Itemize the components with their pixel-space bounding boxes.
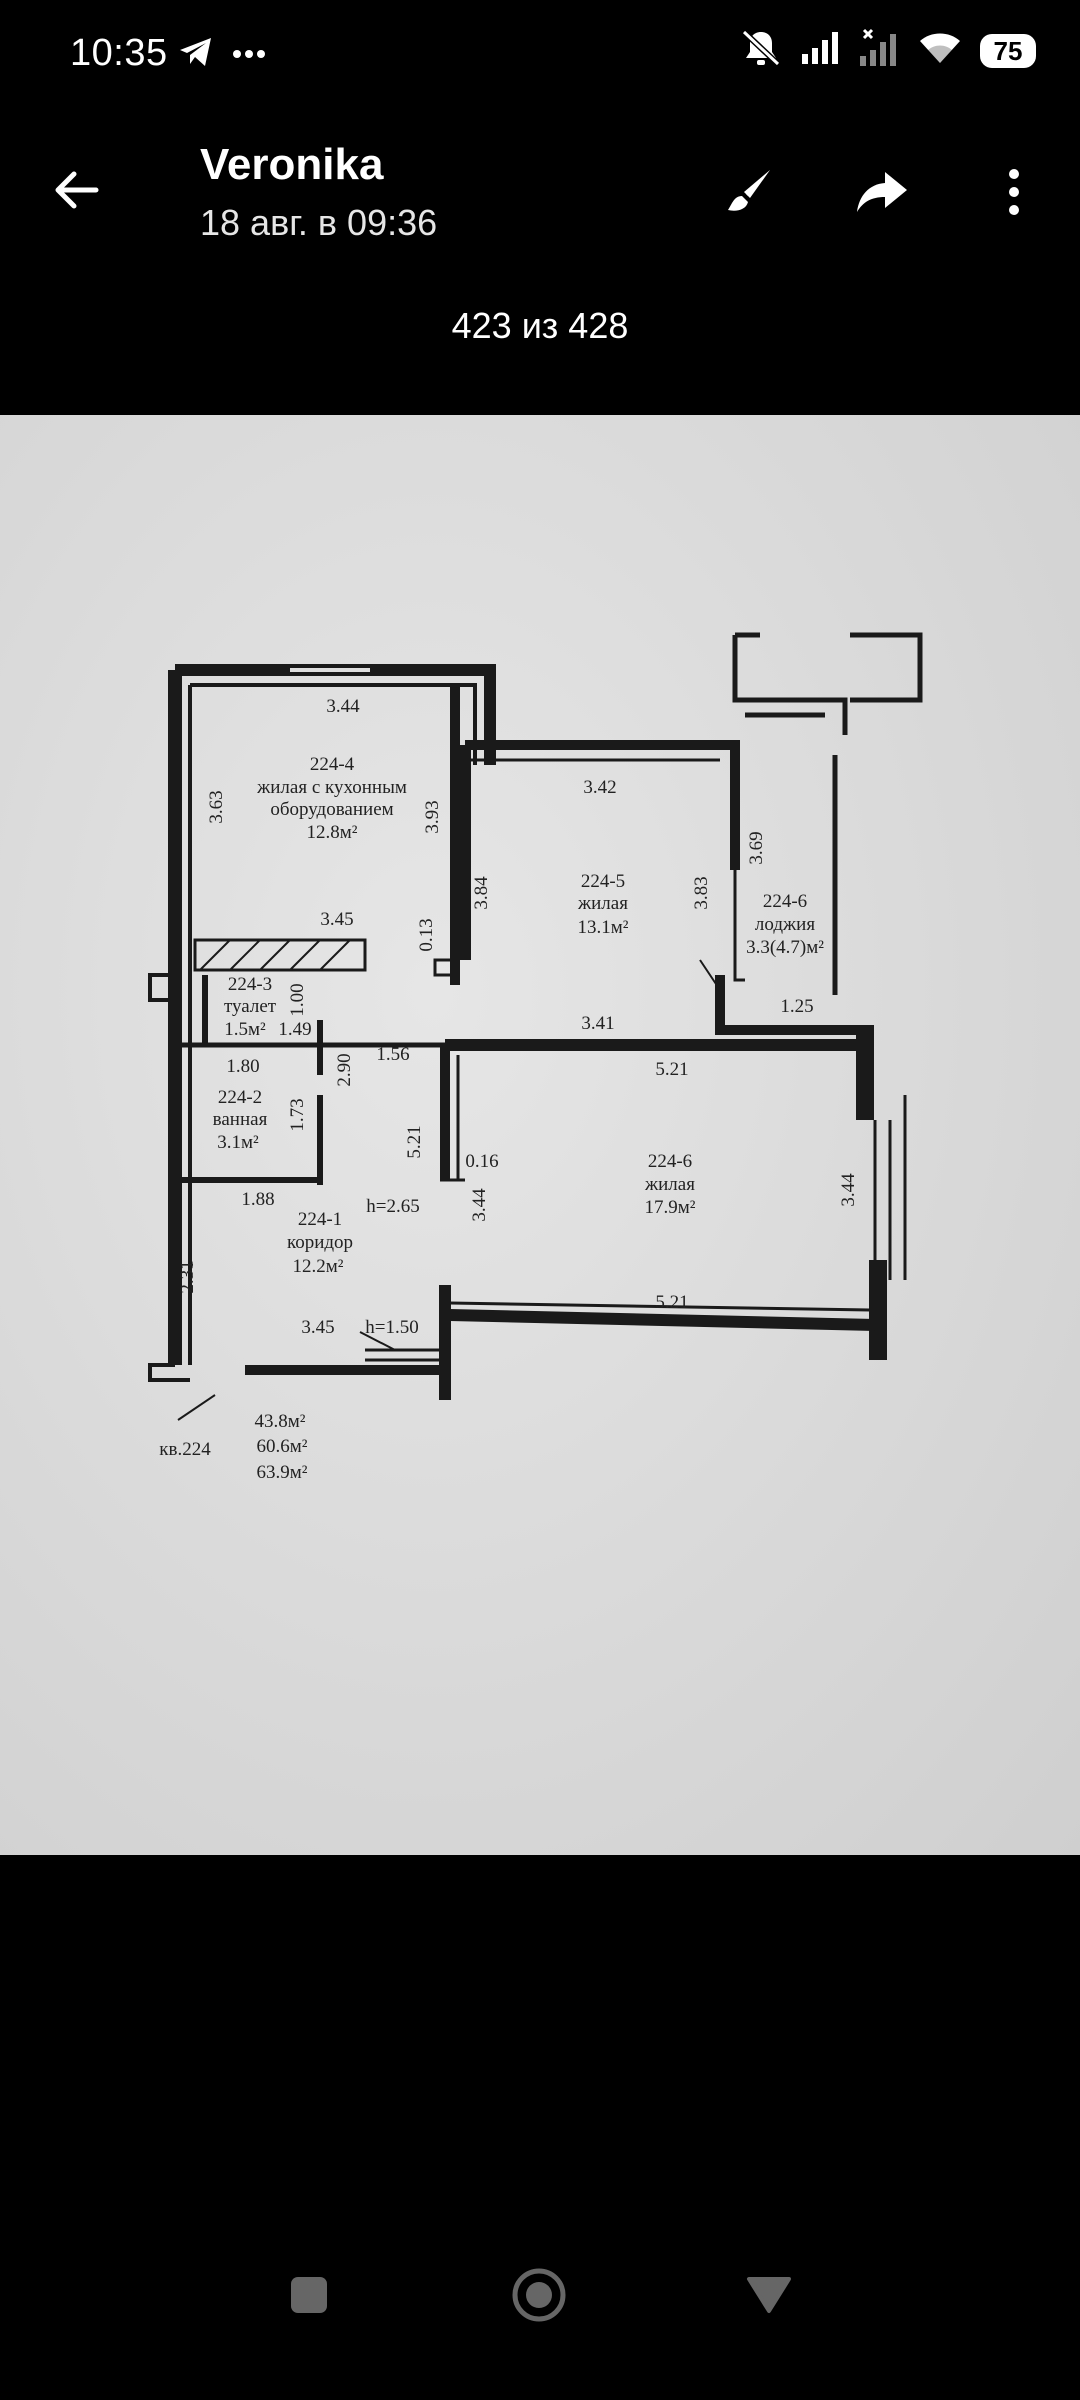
status-bar: 10:35 75 xyxy=(0,0,1080,110)
room-224-2-area: 3.1м² xyxy=(217,1132,259,1153)
dim-3-44-top: 3.44 xyxy=(326,696,360,717)
share-icon xyxy=(855,170,909,219)
room-224-4-id: 224-4 xyxy=(310,754,355,775)
room-224-6-living-area: 17.9м² xyxy=(645,1197,696,1218)
room-224-3-area: 1.5м² xyxy=(224,1019,266,1040)
share-button[interactable] xyxy=(850,162,914,226)
dim-h-1-50: h=1.50 xyxy=(365,1317,418,1338)
signal-icon xyxy=(800,30,840,71)
battery-icon: 75 xyxy=(980,33,1036,68)
dim-3-63: 3.63 xyxy=(206,790,227,823)
telegram-icon xyxy=(178,36,214,73)
dim-3-83: 3.83 xyxy=(691,876,712,909)
message-date: 18 авг. в 09:36 xyxy=(200,202,438,243)
more-dots-icon xyxy=(232,46,266,64)
recents-button[interactable] xyxy=(274,2262,344,2332)
room-224-1-area: 12.2м² xyxy=(293,1256,344,1277)
dim-5-21-vertical: 5.21 xyxy=(404,1125,425,1158)
dim-1-49: 1.49 xyxy=(278,1019,311,1040)
status-left-icons xyxy=(178,36,266,73)
dim-3-41: 3.41 xyxy=(581,1013,614,1034)
dim-3-42: 3.42 xyxy=(583,777,616,798)
room-224-5-name: жилая xyxy=(577,893,628,914)
dim-2-90: 2.90 xyxy=(334,1053,355,1086)
room-224-3-id: 224-3 xyxy=(228,974,272,995)
floor-plan-drawing: 224-4 жилая с кухонным оборудованием 12.… xyxy=(148,632,923,1483)
dim-3-93: 3.93 xyxy=(422,800,443,833)
overflow-menu-icon xyxy=(1007,168,1021,221)
back-nav-button[interactable] xyxy=(734,2262,804,2332)
home-circle-icon xyxy=(511,2267,567,2328)
apartment-area-3: 63.9м² xyxy=(257,1462,308,1483)
dim-3-44-middle: 3.44 xyxy=(469,1188,490,1222)
apartment-label: кв.224 xyxy=(159,1439,211,1460)
edit-button[interactable] xyxy=(718,162,782,226)
dim-1-88: 1.88 xyxy=(241,1189,274,1210)
status-right-icons: 75 xyxy=(740,28,1036,73)
dim-1-80: 1.80 xyxy=(226,1056,259,1077)
status-time: 10:35 xyxy=(70,32,168,74)
dim-3-44-right: 3.44 xyxy=(838,1173,859,1207)
photo-counter: 423 из 428 xyxy=(451,305,629,346)
back-button[interactable] xyxy=(44,160,108,224)
sender-name: Veronika xyxy=(200,140,384,189)
brush-icon xyxy=(724,166,776,223)
dim-5-21-top: 5.21 xyxy=(655,1059,688,1080)
room-224-2-name: ванная xyxy=(213,1109,268,1130)
dim-2-31: 2.31 xyxy=(177,1260,198,1293)
room-224-4-name2: оборудованием xyxy=(270,799,393,820)
room-224-5-id: 224-5 xyxy=(581,871,625,892)
dim-5-21-bottom: 5.21 xyxy=(655,1292,688,1313)
back-triangle-icon xyxy=(745,2275,793,2320)
room-224-5-area: 13.1м² xyxy=(578,917,629,938)
room-224-6-living-name: жилая xyxy=(644,1174,695,1195)
signal-x-icon xyxy=(858,28,900,73)
dim-0-16: 0.16 xyxy=(465,1151,498,1172)
room-224-6-loggia-area: 3.3(4.7)м² xyxy=(746,937,824,958)
room-224-1-name: коридор xyxy=(287,1232,353,1253)
dim-3-69: 3.69 xyxy=(746,831,767,864)
room-224-6-loggia-name: лоджия xyxy=(755,914,815,935)
wifi-icon xyxy=(918,31,962,70)
dim-1-73: 1.73 xyxy=(287,1098,308,1131)
room-224-4-name1: жилая с кухонным xyxy=(256,777,407,798)
viewer-header: Veronika 18 авг. в 09:36 xyxy=(0,110,1080,260)
back-arrow-icon xyxy=(52,170,100,215)
recents-square-icon xyxy=(289,2275,329,2320)
home-button[interactable] xyxy=(504,2262,574,2332)
overflow-menu-button[interactable] xyxy=(982,162,1046,226)
apartment-area-2: 60.6м² xyxy=(257,1436,308,1457)
room-224-6-loggia-id: 224-6 xyxy=(763,891,807,912)
floor-plan-photo[interactable]: 224-4 жилая с кухонным оборудованием 12.… xyxy=(0,415,1080,1855)
room-224-1-height: h=2.65 xyxy=(366,1196,419,1217)
room-224-1-id: 224-1 xyxy=(298,1209,342,1230)
room-224-2-id: 224-2 xyxy=(218,1087,262,1108)
dim-1-00: 1.00 xyxy=(287,983,308,1016)
system-nav-bar xyxy=(0,2200,1080,2400)
dim-3-84: 3.84 xyxy=(471,876,492,910)
room-224-6-living-id: 224-6 xyxy=(648,1151,692,1172)
dim-3-45-lower: 3.45 xyxy=(301,1317,334,1338)
dim-3-45-upper: 3.45 xyxy=(320,909,353,930)
room-224-3-name: туалет xyxy=(224,996,277,1017)
mute-icon xyxy=(740,28,782,73)
dim-1-56: 1.56 xyxy=(376,1044,409,1065)
apartment-area-1: 43.8м² xyxy=(255,1411,306,1432)
dim-0-13: 0.13 xyxy=(416,918,437,951)
dim-1-25: 1.25 xyxy=(780,996,813,1017)
room-224-4-area: 12.8м² xyxy=(307,822,358,843)
